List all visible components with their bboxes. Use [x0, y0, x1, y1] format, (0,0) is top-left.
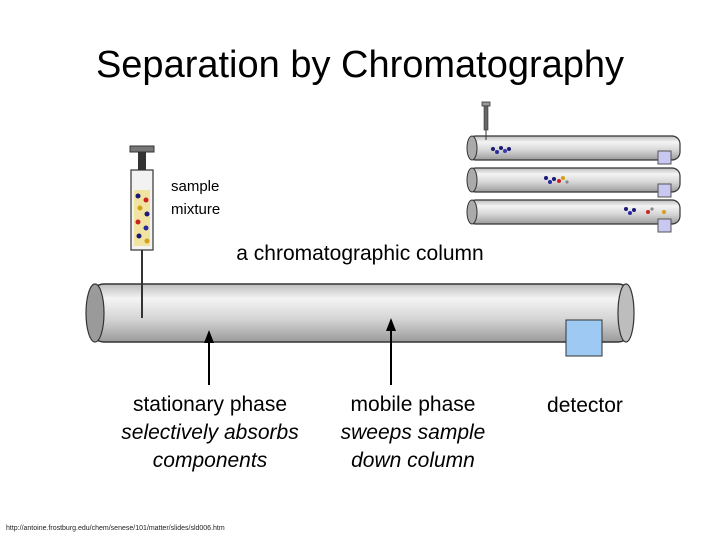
- small-syringe-icon: [481, 101, 491, 140]
- molecule-cluster-icon: [491, 146, 511, 154]
- detector-label: detector: [547, 394, 623, 417]
- arrow-up-icon: [386, 318, 396, 385]
- detector-box: [565, 319, 603, 357]
- small-detector-icon: [657, 183, 672, 198]
- slide-title: Separation by Chromatography: [95, 44, 625, 86]
- small-detector-icon: [657, 218, 672, 233]
- syringe-icon: [129, 145, 155, 318]
- mobile-phase-label: mobile phase sweeps sample down column: [340, 393, 486, 472]
- small-detector-icon: [657, 150, 672, 165]
- small-column-1: [466, 135, 681, 165]
- molecule-cluster-icon: [544, 176, 569, 184]
- stationary-phase-label: stationary phase selectively absorbs com…: [121, 393, 299, 472]
- small-column-3: [466, 199, 681, 233]
- large-column: [85, 283, 635, 343]
- molecule-cluster-icon: [624, 207, 666, 215]
- sample-label: sample mixture: [171, 178, 221, 218]
- arrow-up-icon: [204, 330, 214, 385]
- column-caption: a chromatographic column: [236, 242, 484, 265]
- source-url: http://antoine.frostburg.edu/chem/senese…: [6, 525, 225, 532]
- small-column-2: [466, 167, 681, 198]
